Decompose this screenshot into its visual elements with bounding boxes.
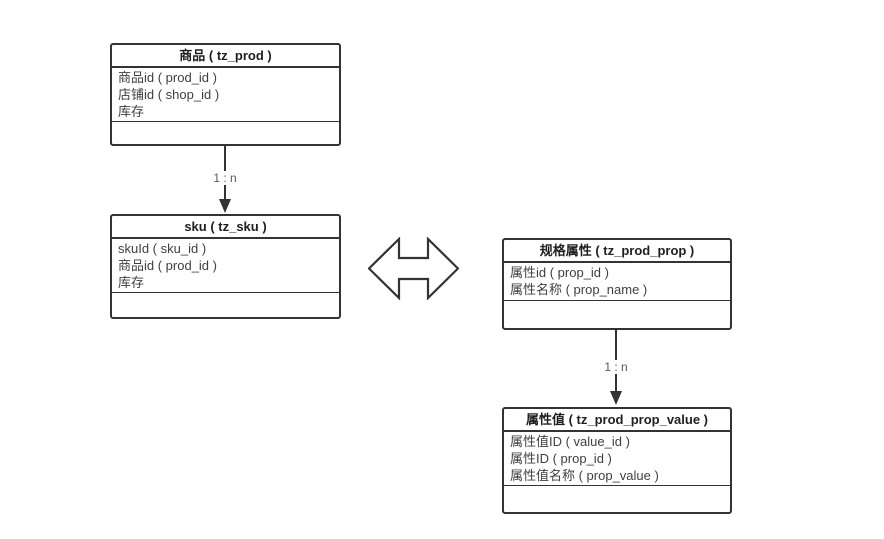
entity-table-prod-prop: 规格属性 ( tz_prod_prop ) 属性id ( prop_id ) 属… bbox=[502, 238, 732, 330]
arrow-down-icon bbox=[609, 391, 622, 405]
relation-prop-to-prop-value: 1 : n bbox=[596, 330, 636, 405]
entity-table-prod-prop-value-fields: 属性值ID ( value_id ) 属性ID ( prop_id ) 属性值名… bbox=[504, 432, 730, 485]
bidirectional-arrow-icon bbox=[368, 237, 459, 300]
entity-field: 属性id ( prop_id ) bbox=[510, 265, 609, 280]
entity-field: 商品id ( prod_id ) bbox=[118, 258, 217, 273]
entity-table-prod-prop-fields: 属性id ( prop_id ) 属性名称 ( prop_name ) bbox=[504, 263, 730, 300]
entity-field: 属性值ID ( value_id ) bbox=[510, 434, 630, 449]
entity-field: skuId ( sku_id ) bbox=[118, 241, 207, 256]
entity-table-prod-prop-value-title: 属性值 ( tz_prod_prop_value ) bbox=[504, 409, 730, 432]
entity-table-sku: sku ( tz_sku ) skuId ( sku_id ) 商品id ( p… bbox=[110, 214, 341, 319]
entity-table-prod-prop-value: 属性值 ( tz_prod_prop_value ) 属性值ID ( value… bbox=[502, 407, 732, 514]
entity-field: 库存 bbox=[118, 104, 145, 119]
entity-table-sku-title: sku ( tz_sku ) bbox=[112, 216, 339, 239]
entity-table-sku-empty-section bbox=[112, 292, 339, 317]
entity-field: 商品id ( prod_id ) bbox=[118, 70, 217, 85]
relation-prod-to-sku: 1 : n bbox=[205, 146, 245, 213]
entity-table-sku-fields: skuId ( sku_id ) 商品id ( prod_id ) 库存 bbox=[112, 239, 339, 292]
entity-field: 店铺id ( shop_id ) bbox=[118, 87, 220, 102]
entity-field: 属性值名称 ( prop_value ) bbox=[510, 468, 659, 483]
entity-table-prod-prop-empty-section bbox=[504, 300, 730, 328]
entity-field: 库存 bbox=[118, 275, 145, 290]
relation-cardinality-label: 1 : n bbox=[601, 360, 631, 374]
relation-cardinality-label: 1 : n bbox=[210, 171, 240, 185]
arrow-down-icon bbox=[218, 199, 231, 213]
entity-field: 属性名称 ( prop_name ) bbox=[510, 282, 648, 297]
entity-table-prod-fields: 商品id ( prod_id ) 店铺id ( shop_id ) 库存 bbox=[112, 68, 339, 121]
entity-table-prod-prop-value-empty-section bbox=[504, 485, 730, 512]
entity-field: 属性ID ( prop_id ) bbox=[510, 451, 612, 466]
entity-table-prod: 商品 ( tz_prod ) 商品id ( prod_id ) 店铺id ( s… bbox=[110, 43, 341, 146]
entity-table-prod-prop-title: 规格属性 ( tz_prod_prop ) bbox=[504, 240, 730, 263]
entity-table-prod-title: 商品 ( tz_prod ) bbox=[112, 45, 339, 68]
entity-table-prod-empty-section bbox=[112, 121, 339, 144]
